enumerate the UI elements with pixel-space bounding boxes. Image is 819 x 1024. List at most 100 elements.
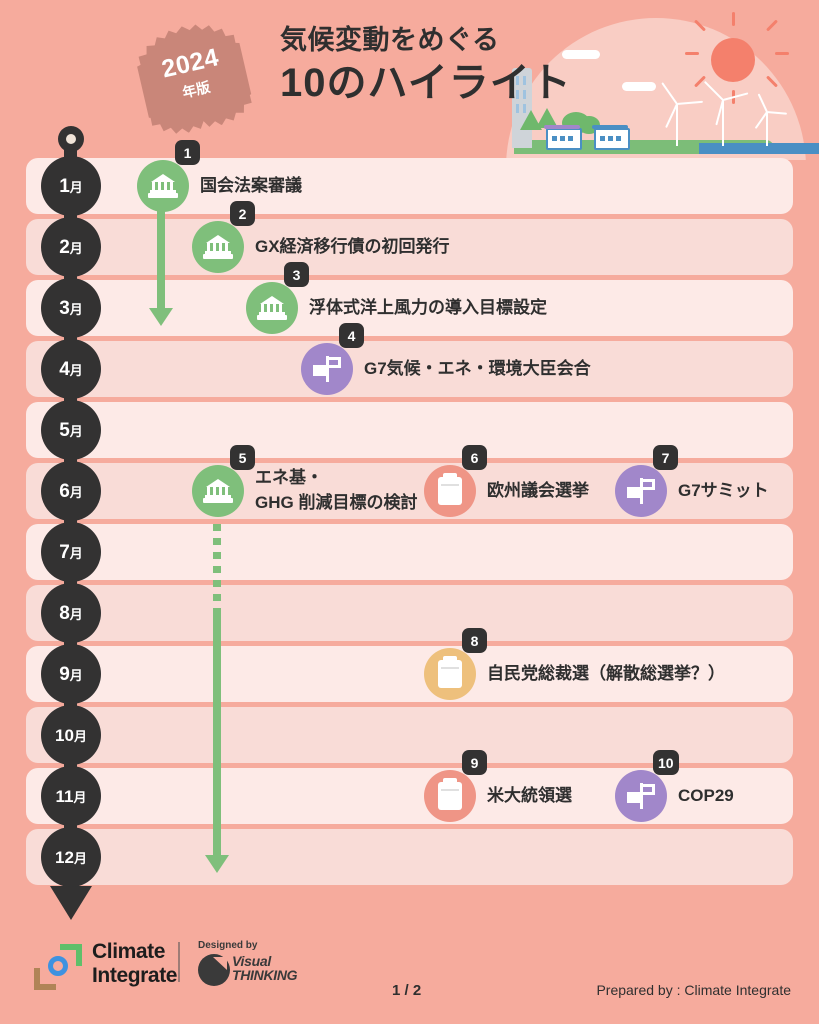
month-label: 8月 [59, 602, 83, 624]
logo-square-brown [34, 968, 56, 990]
month-marker-5: 5月 [41, 400, 101, 460]
timeline-row [26, 829, 793, 885]
event-number-badge: 2 [230, 201, 255, 226]
timeline-row [26, 402, 793, 458]
month-label: 4月 [59, 358, 83, 380]
event-icon-badge: 4 [301, 323, 364, 395]
event-icon-badge: 3 [246, 262, 309, 334]
event-label: COP29 [678, 785, 734, 805]
event-label: G7サミット [678, 480, 769, 500]
tree-icon [536, 108, 558, 128]
house-roof [544, 125, 580, 129]
month-marker-12: 12月 [41, 827, 101, 887]
header: 2024 年版 気候変動をめぐる 10のハイライト [0, 0, 819, 160]
visual-thinking-mark [198, 954, 230, 986]
event-number-badge: 1 [175, 140, 200, 165]
bank-icon [257, 296, 287, 320]
bank-icon [148, 174, 178, 198]
arrow-head [205, 855, 229, 873]
flag-icon [626, 478, 656, 504]
hero-illustration [474, 0, 819, 160]
page-number: 1 / 2 [392, 982, 422, 999]
event-icon-badge: 10 [615, 750, 679, 822]
arrow-stem [157, 190, 165, 308]
event-label: エネ基・GHG 削減目標の検討 [255, 466, 417, 515]
designer-name: Visual THINKING [232, 953, 298, 984]
month-label: 3月 [59, 297, 83, 319]
month-label: 5月 [59, 419, 83, 441]
month-marker-2: 2月 [41, 217, 101, 277]
arrow-stem [213, 610, 221, 855]
timeline-row [26, 341, 793, 397]
event-label-line-1: エネ基・ [255, 468, 323, 488]
month-label: 7月 [59, 541, 83, 563]
event-label: GX経済移行債の初回発行 [255, 236, 450, 256]
logo-circle-blue [48, 956, 68, 976]
climate-integrate-logo [34, 944, 82, 990]
month-label: 2月 [59, 236, 83, 258]
event-number-badge: 7 [653, 445, 678, 470]
event-label: G7気候・エネ・環境大臣会合 [364, 358, 591, 378]
event-icon-badge: 2 [192, 201, 255, 273]
event-number-badge: 10 [653, 750, 679, 775]
timeline-row [26, 585, 793, 641]
event-number-badge: 5 [230, 445, 255, 470]
month-marker-7: 7月 [41, 522, 101, 582]
designer-line-2: THINKING [232, 967, 298, 984]
month-marker-9: 9月 [41, 644, 101, 704]
house-icon [594, 128, 630, 150]
event-label: 米大統領選 [487, 785, 572, 805]
prepared-by: Prepared by : Climate Integrate [596, 982, 791, 998]
event-number-badge: 3 [284, 262, 309, 287]
event-label: 浮体式洋上風力の導入目標設定 [309, 297, 547, 317]
house-icon [546, 128, 582, 150]
wind-turbine-icon [754, 93, 788, 146]
event-label: 欧州議会選挙 [487, 480, 589, 500]
year-badge: 2024 年版 [131, 15, 257, 141]
month-marker-11: 11月 [41, 766, 101, 826]
month-label: 11月 [55, 786, 87, 806]
timeline-end-arrow [50, 886, 92, 920]
brand-line-2: Integrate [92, 963, 178, 987]
title-line-2: 10のハイライト [280, 60, 572, 105]
month-label: 10月 [55, 725, 87, 745]
month-label: 1月 [59, 175, 83, 197]
month-marker-8: 8月 [41, 583, 101, 643]
title-line-1: 気候変動をめぐる [280, 25, 500, 55]
event-number-badge: 9 [462, 750, 487, 775]
sun-icon [711, 38, 755, 82]
cloud-icon [562, 50, 600, 59]
month-label: 9月 [59, 663, 83, 685]
cloud-icon [622, 82, 656, 91]
month-marker-4: 4月 [41, 339, 101, 399]
house-roof [592, 125, 628, 129]
event-label: 国会法案審議 [200, 175, 302, 195]
brand-name: Climate Integrate [92, 940, 177, 987]
month-marker-3: 3月 [41, 278, 101, 338]
event-icon-badge: 7 [615, 445, 678, 517]
event-icon-badge: 1 [137, 140, 200, 212]
arrow-head [149, 308, 173, 326]
event-number-badge: 4 [339, 323, 364, 348]
bank-icon [203, 235, 233, 259]
sun-ray [775, 52, 789, 55]
page-title: 気候変動をめぐる 10のハイライト [280, 25, 572, 106]
wind-turbine-icon [703, 80, 749, 146]
month-marker-1: 1月 [41, 156, 101, 216]
designer-line-1: Visual [232, 953, 271, 969]
designed-by-label: Designed by [198, 940, 258, 951]
event-icon-badge: 5 [192, 445, 255, 517]
sun-ray [765, 19, 779, 32]
brand-line-1: Climate [92, 940, 166, 963]
